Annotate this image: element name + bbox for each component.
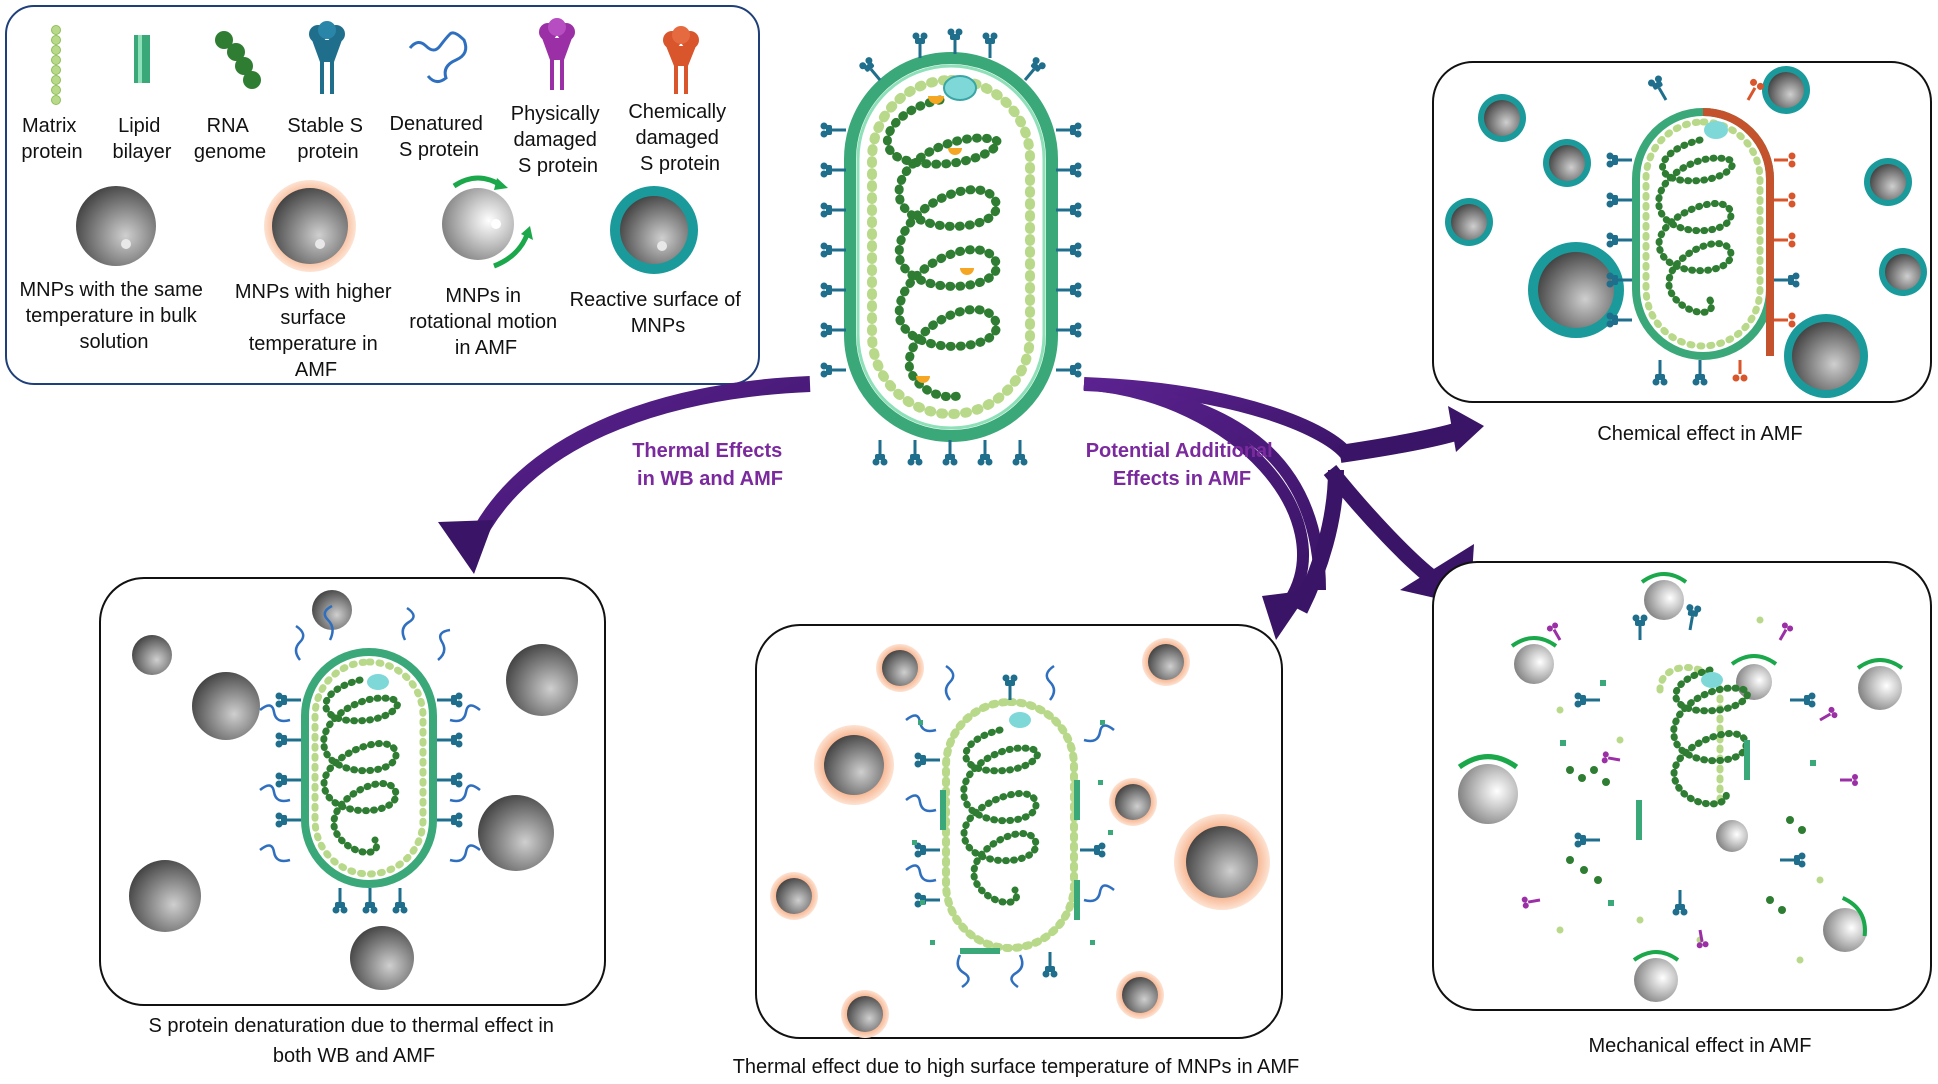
chemically-damaged-s-protein-icon bbox=[663, 26, 699, 94]
mnp bbox=[478, 795, 554, 871]
mnp-rotational-icon bbox=[442, 175, 533, 269]
reactive-mnp bbox=[1784, 314, 1868, 398]
legend-label-matrix: Matrix protein bbox=[21, 115, 82, 163]
hot-mnp bbox=[814, 725, 894, 805]
hot-mnp bbox=[1116, 971, 1164, 1019]
hot-mnp bbox=[841, 990, 889, 1038]
lipid-bilayer-icon bbox=[134, 35, 150, 83]
matrix-protein-icon bbox=[51, 25, 61, 105]
reactive-mnp bbox=[1762, 66, 1810, 114]
legend-label-stable: Stable S protein bbox=[287, 115, 368, 163]
arrow-label-additional: Potential Additional Effects in AMF bbox=[1086, 440, 1279, 490]
reactive-mnp bbox=[1445, 198, 1493, 246]
physically-damaged-s-protein-icon bbox=[539, 18, 575, 90]
legend-label-higher-temp: MNPs with higher surface temperature in … bbox=[235, 281, 397, 381]
mnp bbox=[132, 635, 172, 675]
panel-chemical bbox=[1432, 61, 1932, 403]
rna-genome-icon bbox=[215, 31, 261, 89]
mnp bbox=[506, 644, 578, 716]
surface-virus bbox=[905, 664, 1115, 989]
denaturation-virus bbox=[259, 604, 481, 915]
rotating-mnp bbox=[1823, 891, 1874, 952]
mnp bbox=[350, 926, 414, 990]
hot-mnp bbox=[1174, 814, 1270, 910]
denatured-s-protein-icon bbox=[408, 31, 468, 83]
arrow-additional bbox=[1083, 377, 1354, 604]
panel-denaturation bbox=[99, 577, 606, 1006]
stable-s-protein-icon bbox=[309, 21, 345, 94]
panel-surface-temperature bbox=[755, 624, 1283, 1039]
hot-mnp bbox=[1109, 778, 1157, 826]
central-virus bbox=[819, 27, 1083, 467]
mnp-higher-temp-icon bbox=[264, 180, 356, 272]
mnp-same-temp-icon bbox=[76, 186, 156, 266]
caption-chemical: Chemical effect in AMF bbox=[1597, 423, 1802, 445]
mnp bbox=[129, 860, 201, 932]
chemical-virus bbox=[1605, 72, 1801, 387]
legend-label-rotational: MNPs in rotational motion in AMF bbox=[409, 285, 562, 359]
mnp-reactive-icon bbox=[610, 186, 698, 274]
legend-label-rna: RNA genome bbox=[194, 115, 266, 163]
rotating-mnp bbox=[1716, 820, 1748, 852]
rotating-mnp bbox=[1632, 950, 1680, 1002]
hot-mnp bbox=[770, 872, 818, 920]
legend-label-reactive: Reactive surface of MNPs bbox=[570, 289, 747, 337]
caption-denaturation: S protein denaturation due to thermal ef… bbox=[148, 1015, 559, 1067]
legend-label-same-temp: MNPs with the same temperature in bulk s… bbox=[20, 279, 209, 353]
mnp bbox=[312, 590, 352, 630]
fragmented-virus bbox=[1519, 602, 1860, 964]
arrow-to-chemical bbox=[1338, 406, 1484, 463]
reactive-mnp bbox=[1543, 139, 1591, 187]
legend-box: Matrix protein Lipid bilayer RNA genome … bbox=[5, 5, 760, 385]
mnp bbox=[192, 672, 260, 740]
arrow-label-thermal: Thermal Effects in WB and AMF bbox=[632, 440, 788, 490]
panel-mechanical bbox=[1432, 561, 1932, 1011]
rotating-mnp bbox=[1856, 658, 1904, 710]
reactive-mnp bbox=[1528, 242, 1624, 338]
hot-mnp bbox=[876, 644, 924, 692]
rotating-mnp bbox=[1458, 757, 1518, 824]
legend-label-physical: Physically damaged S protein bbox=[511, 103, 605, 177]
reactive-mnp bbox=[1879, 248, 1927, 296]
legend-label-denatured: Denatured S protein bbox=[390, 113, 489, 161]
central-rna-genome bbox=[882, 95, 1002, 402]
rotating-mnp bbox=[1640, 572, 1688, 620]
rotating-mnp bbox=[1510, 636, 1558, 684]
hot-mnp bbox=[1142, 638, 1190, 686]
legend-label-chemical: Chemically damaged S protein bbox=[628, 101, 731, 175]
arrow-thermal bbox=[438, 376, 811, 574]
reactive-mnp bbox=[1864, 158, 1912, 206]
caption-mechanical: Mechanical effect in AMF bbox=[1588, 1035, 1811, 1057]
caption-surface-temperature: Thermal effect due to high surface tempe… bbox=[733, 1056, 1300, 1078]
legend-label-lipid: Lipid bilayer bbox=[113, 115, 172, 163]
reactive-mnp bbox=[1478, 94, 1526, 142]
